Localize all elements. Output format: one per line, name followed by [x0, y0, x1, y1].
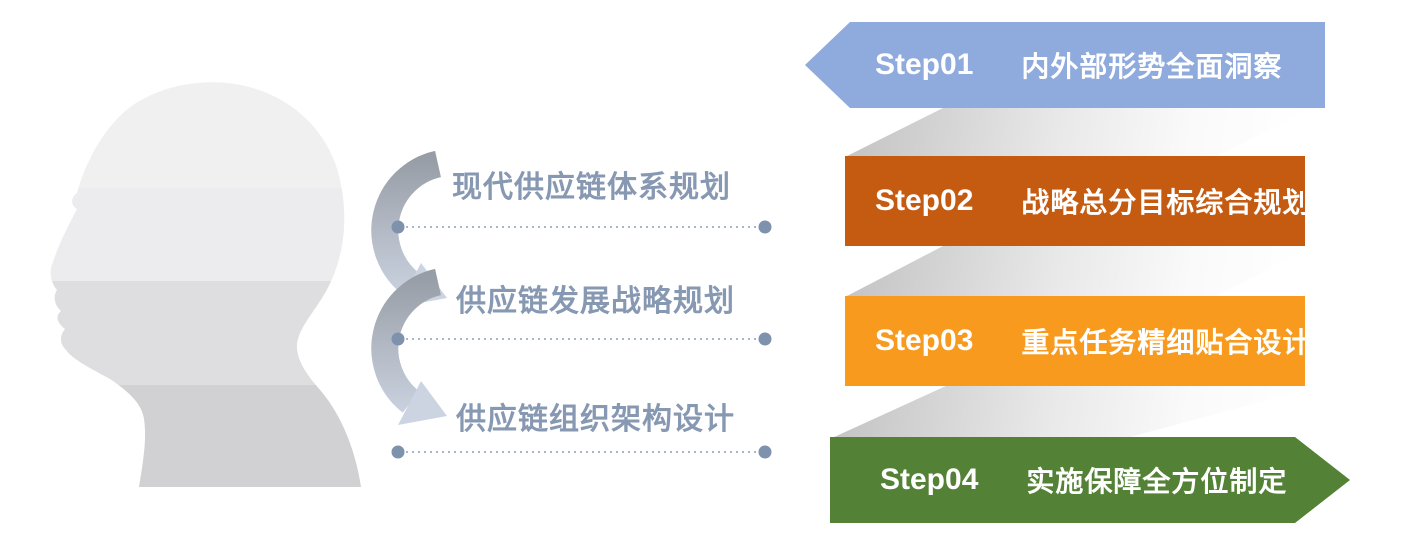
step-banner-2: Step02 战略总分目标综合规划: [845, 156, 1310, 246]
step-number-1: Step01: [875, 48, 974, 81]
mid-item-label-2: 供应链发展战略规划: [456, 285, 735, 318]
step-number-2: Step02: [875, 184, 974, 217]
step-title-1: 内外部形势全面洞察: [1021, 51, 1283, 82]
mid-item-label-3: 供应链组织架构设计: [456, 403, 735, 436]
step-title-2: 战略总分目标综合规划: [1021, 187, 1312, 218]
dotted-line-3: [391, 445, 772, 459]
head-silhouette-icon: [50, 82, 362, 488]
dotted-line-1: [391, 220, 772, 234]
step-number-3: Step03: [875, 324, 974, 357]
step-title-4: 实施保障全方位制定: [1026, 466, 1288, 497]
step-banner-3: Step03 重点任务精细贴合设计: [845, 296, 1310, 386]
step-number-4: Step04: [880, 463, 979, 496]
mid-item-label-1: 现代供应链体系规划: [452, 171, 731, 204]
step-banner-1: Step01 内外部形势全面洞察: [805, 22, 1325, 108]
curved-arrow-2-icon: [371, 268, 447, 425]
step-banner-4: Step04 实施保障全方位制定: [830, 437, 1350, 523]
step-title-3: 重点任务精细贴合设计: [1021, 327, 1312, 358]
dotted-line-2: [391, 332, 772, 346]
